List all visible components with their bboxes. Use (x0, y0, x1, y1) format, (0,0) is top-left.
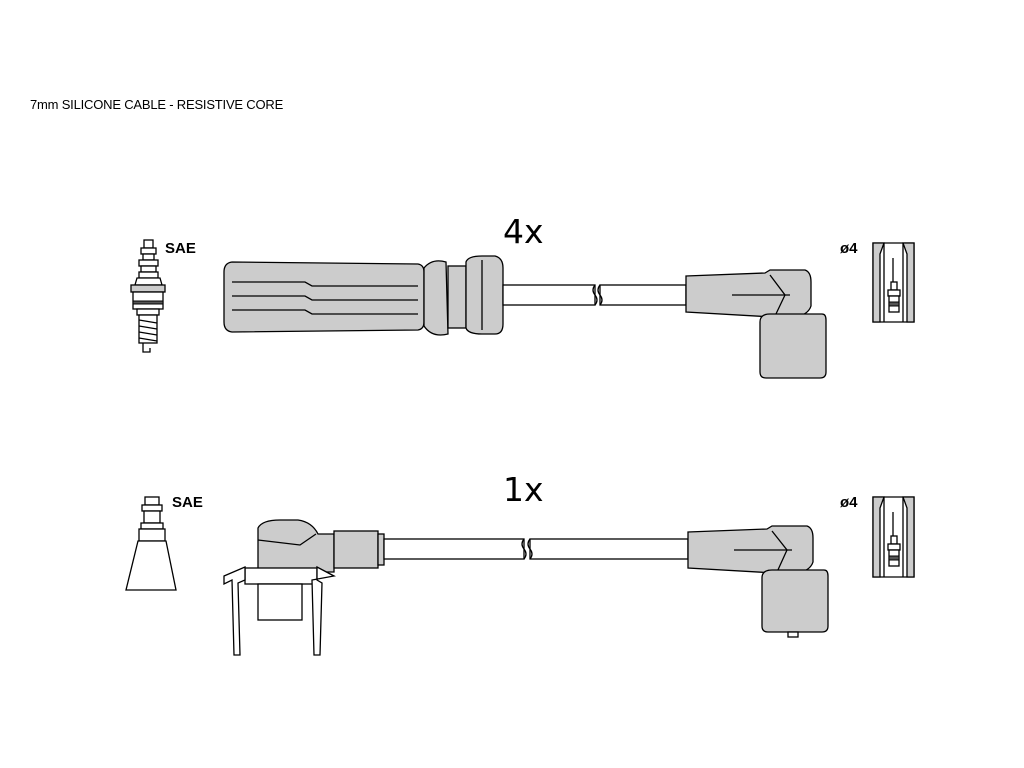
row2-plug-standard-label: SAE (172, 494, 203, 511)
spark-plug-icon (130, 239, 166, 353)
angled-coil-boot-icon (685, 269, 827, 379)
straight-plug-boot-icon (223, 255, 504, 336)
angled-coil-boot-icon (687, 525, 829, 638)
angled-plug-boot-with-clip-icon (223, 519, 385, 656)
row1-terminal-size-label: ø4 (840, 240, 858, 257)
ignition-cable (383, 538, 689, 560)
spark-plug-adapter-icon (125, 496, 177, 591)
row2-quantity: 1x (503, 470, 544, 509)
row1-quantity: 4x (503, 212, 544, 251)
terminal-cross-section-icon (872, 242, 915, 323)
row2-terminal-size-label: ø4 (840, 494, 858, 511)
terminal-cross-section-icon (872, 496, 915, 578)
cable-description: 7mm SILICONE CABLE - RESISTIVE CORE (30, 97, 284, 112)
ignition-cable (502, 284, 687, 306)
row1-plug-standard-label: SAE (165, 240, 196, 257)
